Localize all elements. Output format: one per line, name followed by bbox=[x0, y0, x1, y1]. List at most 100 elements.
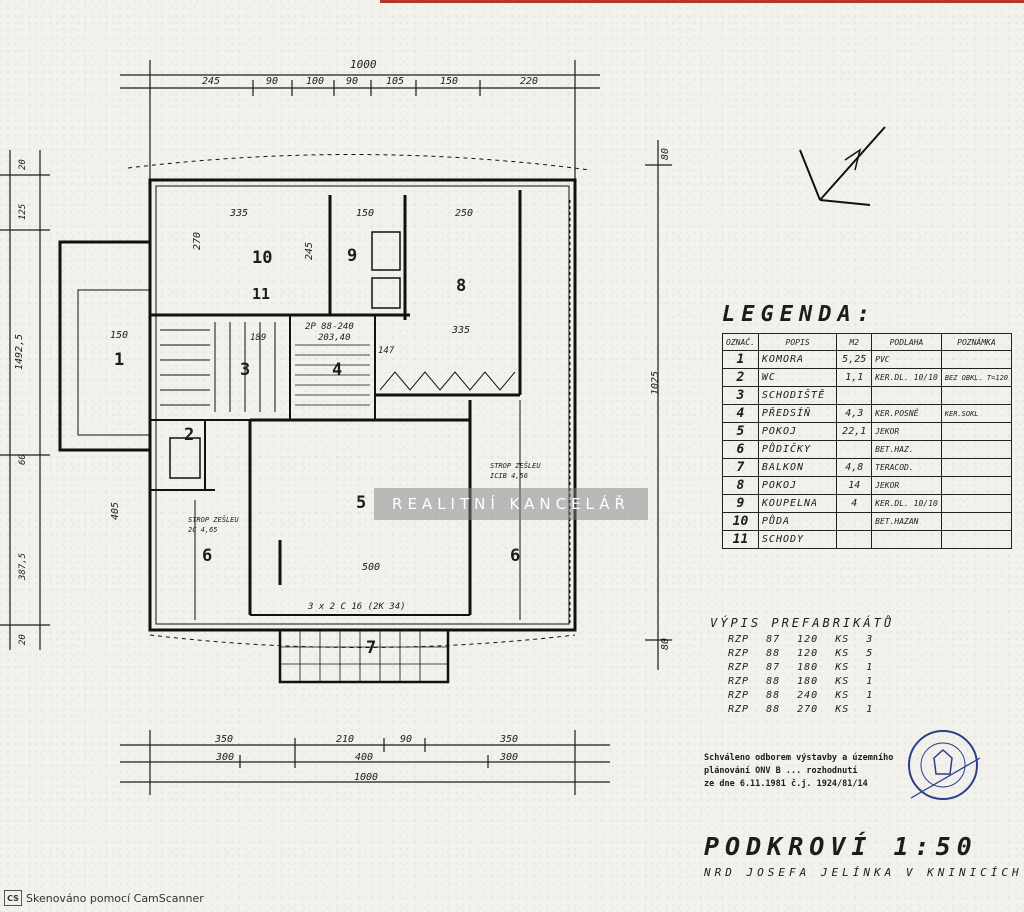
dim-top-part: 100 bbox=[306, 76, 325, 87]
legend-num: 7 bbox=[722, 458, 759, 477]
approval-line: Schváleno odborem výstavby a územního bbox=[704, 753, 894, 763]
legend-note bbox=[940, 386, 1013, 405]
legend-num: 1 bbox=[722, 350, 759, 369]
dim-left-total: 1492,5 bbox=[14, 333, 25, 370]
dim-inner: 270 bbox=[192, 231, 203, 250]
legend-header: POPIS bbox=[757, 333, 838, 351]
legend-area: 4,8 bbox=[836, 458, 873, 477]
dim-bottom: 400 bbox=[355, 752, 374, 763]
legend-area bbox=[836, 512, 873, 531]
dim-inner: 250 bbox=[455, 208, 474, 219]
dim-bottom: 350 bbox=[215, 734, 234, 745]
legend-num: 9 bbox=[722, 494, 759, 513]
legend-desc: KOUPELNA bbox=[757, 494, 838, 513]
prefab-row: RZP 88 180 KS 1 bbox=[728, 676, 874, 687]
legend-desc: WC bbox=[757, 368, 838, 387]
dim-bottom: 300 bbox=[500, 752, 519, 763]
legend-desc: POKOJ bbox=[757, 422, 838, 441]
legend-area bbox=[836, 530, 873, 549]
prefab-row: RZP 88 240 KS 1 bbox=[728, 690, 874, 701]
floor-note: STROP ZEŠLEU bbox=[490, 462, 541, 470]
dim-top-part: 105 bbox=[386, 76, 405, 87]
legend-header: PODLAHA bbox=[871, 333, 942, 351]
dim-left-part: 20 bbox=[18, 634, 28, 645]
camscanner-icon: CS bbox=[4, 890, 22, 906]
legend-num: 4 bbox=[722, 404, 759, 423]
floor-note: 2C 4,65 bbox=[188, 526, 218, 534]
legend-header: OZNAČ. bbox=[722, 333, 759, 351]
room-number-1: 1 bbox=[114, 350, 125, 370]
legend-floor: TERACOD. bbox=[871, 458, 942, 477]
room-number-7: 7 bbox=[366, 638, 377, 658]
room-number-6b: 6 bbox=[510, 546, 521, 566]
camscanner-text: Skenováno pomocí CamScanner bbox=[26, 891, 204, 905]
official-stamp-icon bbox=[908, 730, 980, 800]
dim-inner: 150 bbox=[356, 208, 375, 219]
camscanner-footer: CS Skenováno pomocí CamScanner bbox=[4, 890, 204, 906]
legend-note bbox=[940, 494, 1013, 513]
dim-top-total: 1000 bbox=[350, 58, 377, 71]
legend-area: 14 bbox=[836, 476, 873, 495]
prefab-title: VÝPIS PREFABRIKÁTŮ bbox=[710, 616, 895, 630]
room-number-3: 3 bbox=[240, 360, 251, 380]
legend-note bbox=[940, 512, 1013, 531]
legend-note bbox=[940, 458, 1013, 477]
floor-note: STROP ZEŠLEU bbox=[188, 516, 239, 524]
room-number-4: 4 bbox=[332, 360, 343, 380]
room-number-10: 10 bbox=[252, 248, 273, 268]
dim-left-part: 60 bbox=[18, 454, 28, 465]
room-number-2: 2 bbox=[184, 425, 195, 445]
dim-top-part: 245 bbox=[202, 76, 221, 87]
room-number-8: 8 bbox=[456, 276, 467, 296]
legend-num: 8 bbox=[722, 476, 759, 495]
legend-desc: PŮDA bbox=[757, 512, 838, 531]
dim-bottom: 300 bbox=[216, 752, 235, 763]
dim-top-part: 220 bbox=[520, 76, 539, 87]
dim-inner: 189 bbox=[250, 333, 267, 343]
dim-bottom: 350 bbox=[500, 734, 519, 745]
north-arrow-icon bbox=[799, 126, 886, 206]
dim-inner: 203,40 bbox=[318, 333, 351, 343]
legend-area bbox=[836, 386, 873, 405]
dim-left-part: 125 bbox=[18, 203, 28, 220]
approval-line: ze dne 6.11.1981 č.j. 1924/81/14 bbox=[704, 779, 868, 789]
dim-inner: 147 bbox=[378, 346, 395, 356]
legend-note bbox=[940, 530, 1013, 549]
dim-inner: 405 bbox=[110, 501, 121, 520]
legend-floor: KER.DL. 10/10 bbox=[871, 494, 942, 513]
scan-edge bbox=[380, 0, 1024, 3]
legend-note: KER.SOKL bbox=[940, 404, 1013, 423]
legend-desc: PŘEDSÍŇ bbox=[757, 404, 838, 423]
dim-inner: 500 bbox=[362, 562, 381, 573]
legend-num: 11 bbox=[722, 530, 759, 549]
dim-top-part: 90 bbox=[266, 76, 279, 87]
approval-line: plánování ONV B ... rozhodnutí bbox=[704, 766, 858, 776]
legend-floor: JEKOR bbox=[871, 422, 942, 441]
dim-inner: 335 bbox=[230, 208, 249, 219]
legend-note bbox=[940, 440, 1013, 459]
drawing-title: PODKROVÍ 1:50 bbox=[704, 832, 978, 861]
prefab-row: RZP 87 180 KS 1 bbox=[728, 662, 874, 673]
dim-bottom-total: 1000 bbox=[354, 772, 379, 783]
legend-floor: BET.HAZ. bbox=[871, 440, 942, 459]
room-number-9: 9 bbox=[347, 246, 358, 266]
dim-left-part: 20 bbox=[18, 159, 28, 170]
legend-note bbox=[940, 476, 1013, 495]
room-number-5: 5 bbox=[356, 493, 367, 513]
legend-num: 5 bbox=[722, 422, 759, 441]
legend-desc: SCHODIŠTĚ bbox=[757, 386, 838, 405]
approval-note: Schváleno odborem výstavby a územního pl… bbox=[704, 752, 904, 791]
legend-floor: PVC bbox=[871, 350, 942, 369]
dim-bottom: 210 bbox=[336, 734, 355, 745]
dim-right-top: 80 bbox=[660, 147, 671, 160]
room-number-11: 11 bbox=[252, 285, 271, 303]
dim-right-total: 1025 bbox=[650, 370, 661, 395]
dim-left-part: 387,5 bbox=[18, 552, 28, 580]
legend-area: 1,1 bbox=[836, 368, 873, 387]
